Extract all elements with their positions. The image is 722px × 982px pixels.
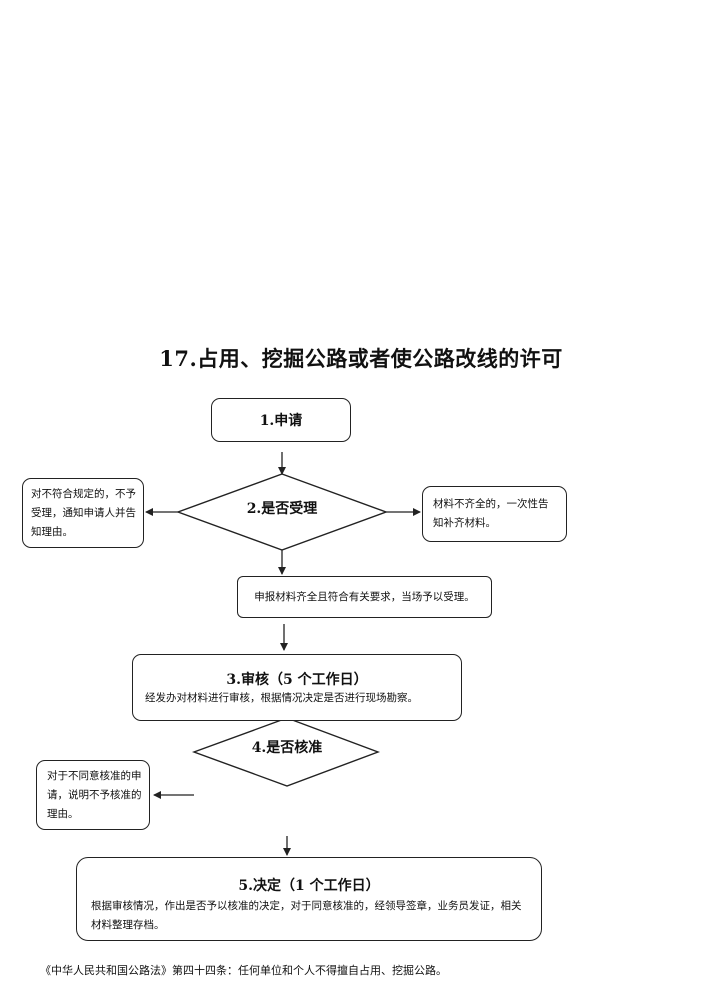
final-decision-box: 5.决定（1 个工作日） 根据审核情况，作出是否予以核准的决定，对于同意核准的，… xyxy=(76,857,542,941)
accepted-box: 申报材料齐全且符合有关要求，当场予以受理。 xyxy=(237,576,492,618)
review-title: 3.审核（5 个工作日） xyxy=(226,672,368,688)
deny-notice-box: 对于不同意核准的申请，说明不予核准的理由。 xyxy=(36,760,150,830)
supplement-notice-box: 材料不齐全的，一次性告知补齐材料。 xyxy=(422,486,567,542)
review-description: 经发办对材料进行审核，根据情况决定是否进行现场勘察。 xyxy=(145,692,418,704)
decision-diamond-approve xyxy=(191,717,381,787)
approve-decision-label: 4.是否核准 xyxy=(251,740,323,756)
page-title: 17.占用、挖掘公路或者使公路改线的许可 xyxy=(159,346,563,371)
final-decision-title: 5.决定（1 个工作日） xyxy=(238,878,380,894)
accept-decision-label: 2.是否受理 xyxy=(246,501,318,517)
reject-notice-box: 对不符合规定的，不予受理，通知申请人并告知理由。 xyxy=(22,478,144,548)
apply-box: 1.申请 xyxy=(211,398,351,442)
legal-basis-footer: 《中华人民共和国公路法》第四十四条：任何单位和个人不得擅自占用、挖掘公路。 xyxy=(40,964,447,977)
review-box: 3.审核（5 个工作日） 经发办对材料进行审核，根据情况决定是否进行现场勘察。 xyxy=(132,654,462,721)
decision-diamond-accept xyxy=(175,473,389,551)
final-decision-description: 根据审核情况，作出是否予以核准的决定，对于同意核准的，经领导签章，业务员发证，相… xyxy=(91,900,522,931)
